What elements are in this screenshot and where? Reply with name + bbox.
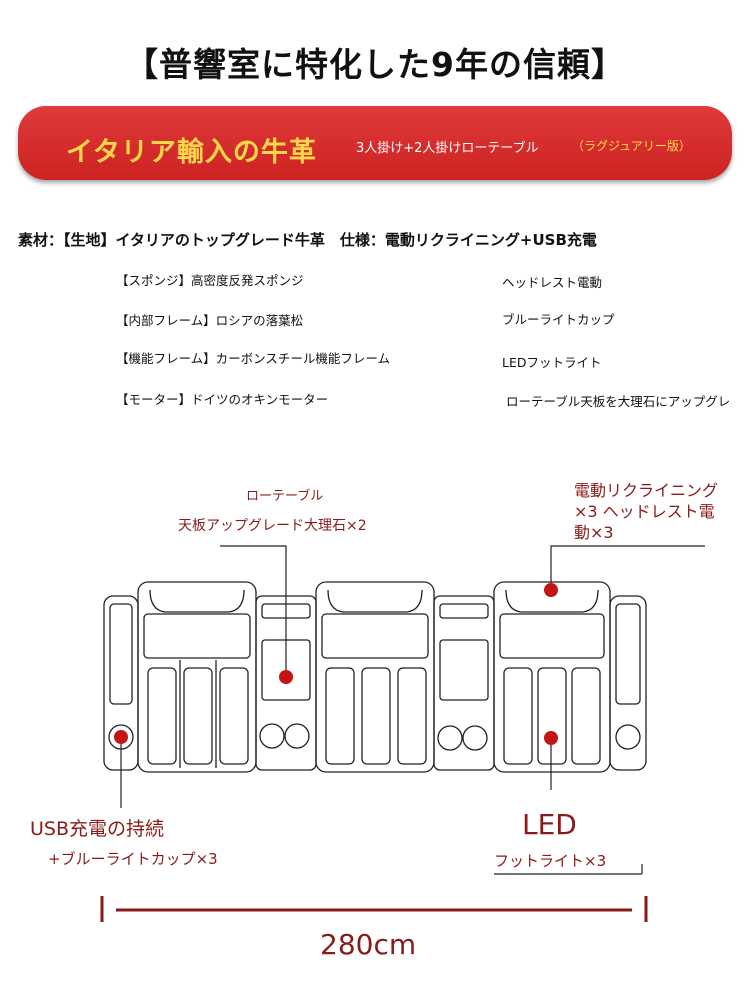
banner-sub-text: 3人掛け+2人掛けローテーブル	[356, 141, 539, 156]
marker-usb	[114, 730, 128, 744]
dimension-label: 280cm	[320, 928, 417, 961]
seat-3	[493, 581, 611, 773]
spec-right-4: ローテーブル天板を大理石にアップグレ	[506, 394, 731, 409]
spec-left-4: 【モーター】ドイツのオキンモーター	[116, 392, 329, 407]
spec-right-1: ヘッドレスト電動	[502, 275, 603, 290]
marker-led	[544, 731, 558, 745]
callout-table-detail: 天板アップグレード大理石×2	[178, 518, 367, 534]
banner-main-text: イタリア輸入の牛革	[66, 137, 317, 168]
dimension-line	[100, 896, 648, 922]
banner	[18, 106, 732, 180]
seat-2	[315, 581, 435, 773]
seat-1	[137, 581, 257, 773]
leader-table	[220, 545, 287, 670]
banner-tag: （ラグジュアリー版）	[572, 139, 691, 153]
spec-left-2: 【内部フレーム】ロシアの落葉松	[116, 313, 304, 328]
spec-right-3: LEDフットライト	[502, 355, 602, 370]
headline: 【普響室に特化した9年の信頼】	[125, 45, 625, 84]
console-2	[433, 595, 495, 771]
spec-line: 素材：【生地】イタリアのトップグレード牛革 仕様：電動リクライニング+USB充電	[18, 231, 597, 249]
spec-right-2: ブルーライトカップ	[502, 312, 615, 327]
cup-holder-right	[615, 724, 641, 750]
callout-recliner: 電動リクライニング×3 ヘッドレスト電動×3	[574, 481, 719, 542]
callout-usb-detail: +ブルーライトカップ×3	[48, 850, 218, 868]
marker-recliner	[544, 583, 558, 597]
spec-left-3: 【機能フレーム】カーボンスチール機能フレーム	[116, 351, 391, 366]
leader-recliner	[550, 545, 705, 583]
spec-left-1: 【スポンジ】高密度反発スポンジ	[116, 273, 304, 288]
callout-led-detail: フットライト×3	[494, 852, 607, 870]
marker-table	[279, 670, 293, 684]
callout-usb-title: USB充電の持続	[30, 818, 165, 840]
callout-led-title: LED	[522, 808, 577, 841]
callout-table-label: ローテーブル	[246, 489, 324, 504]
